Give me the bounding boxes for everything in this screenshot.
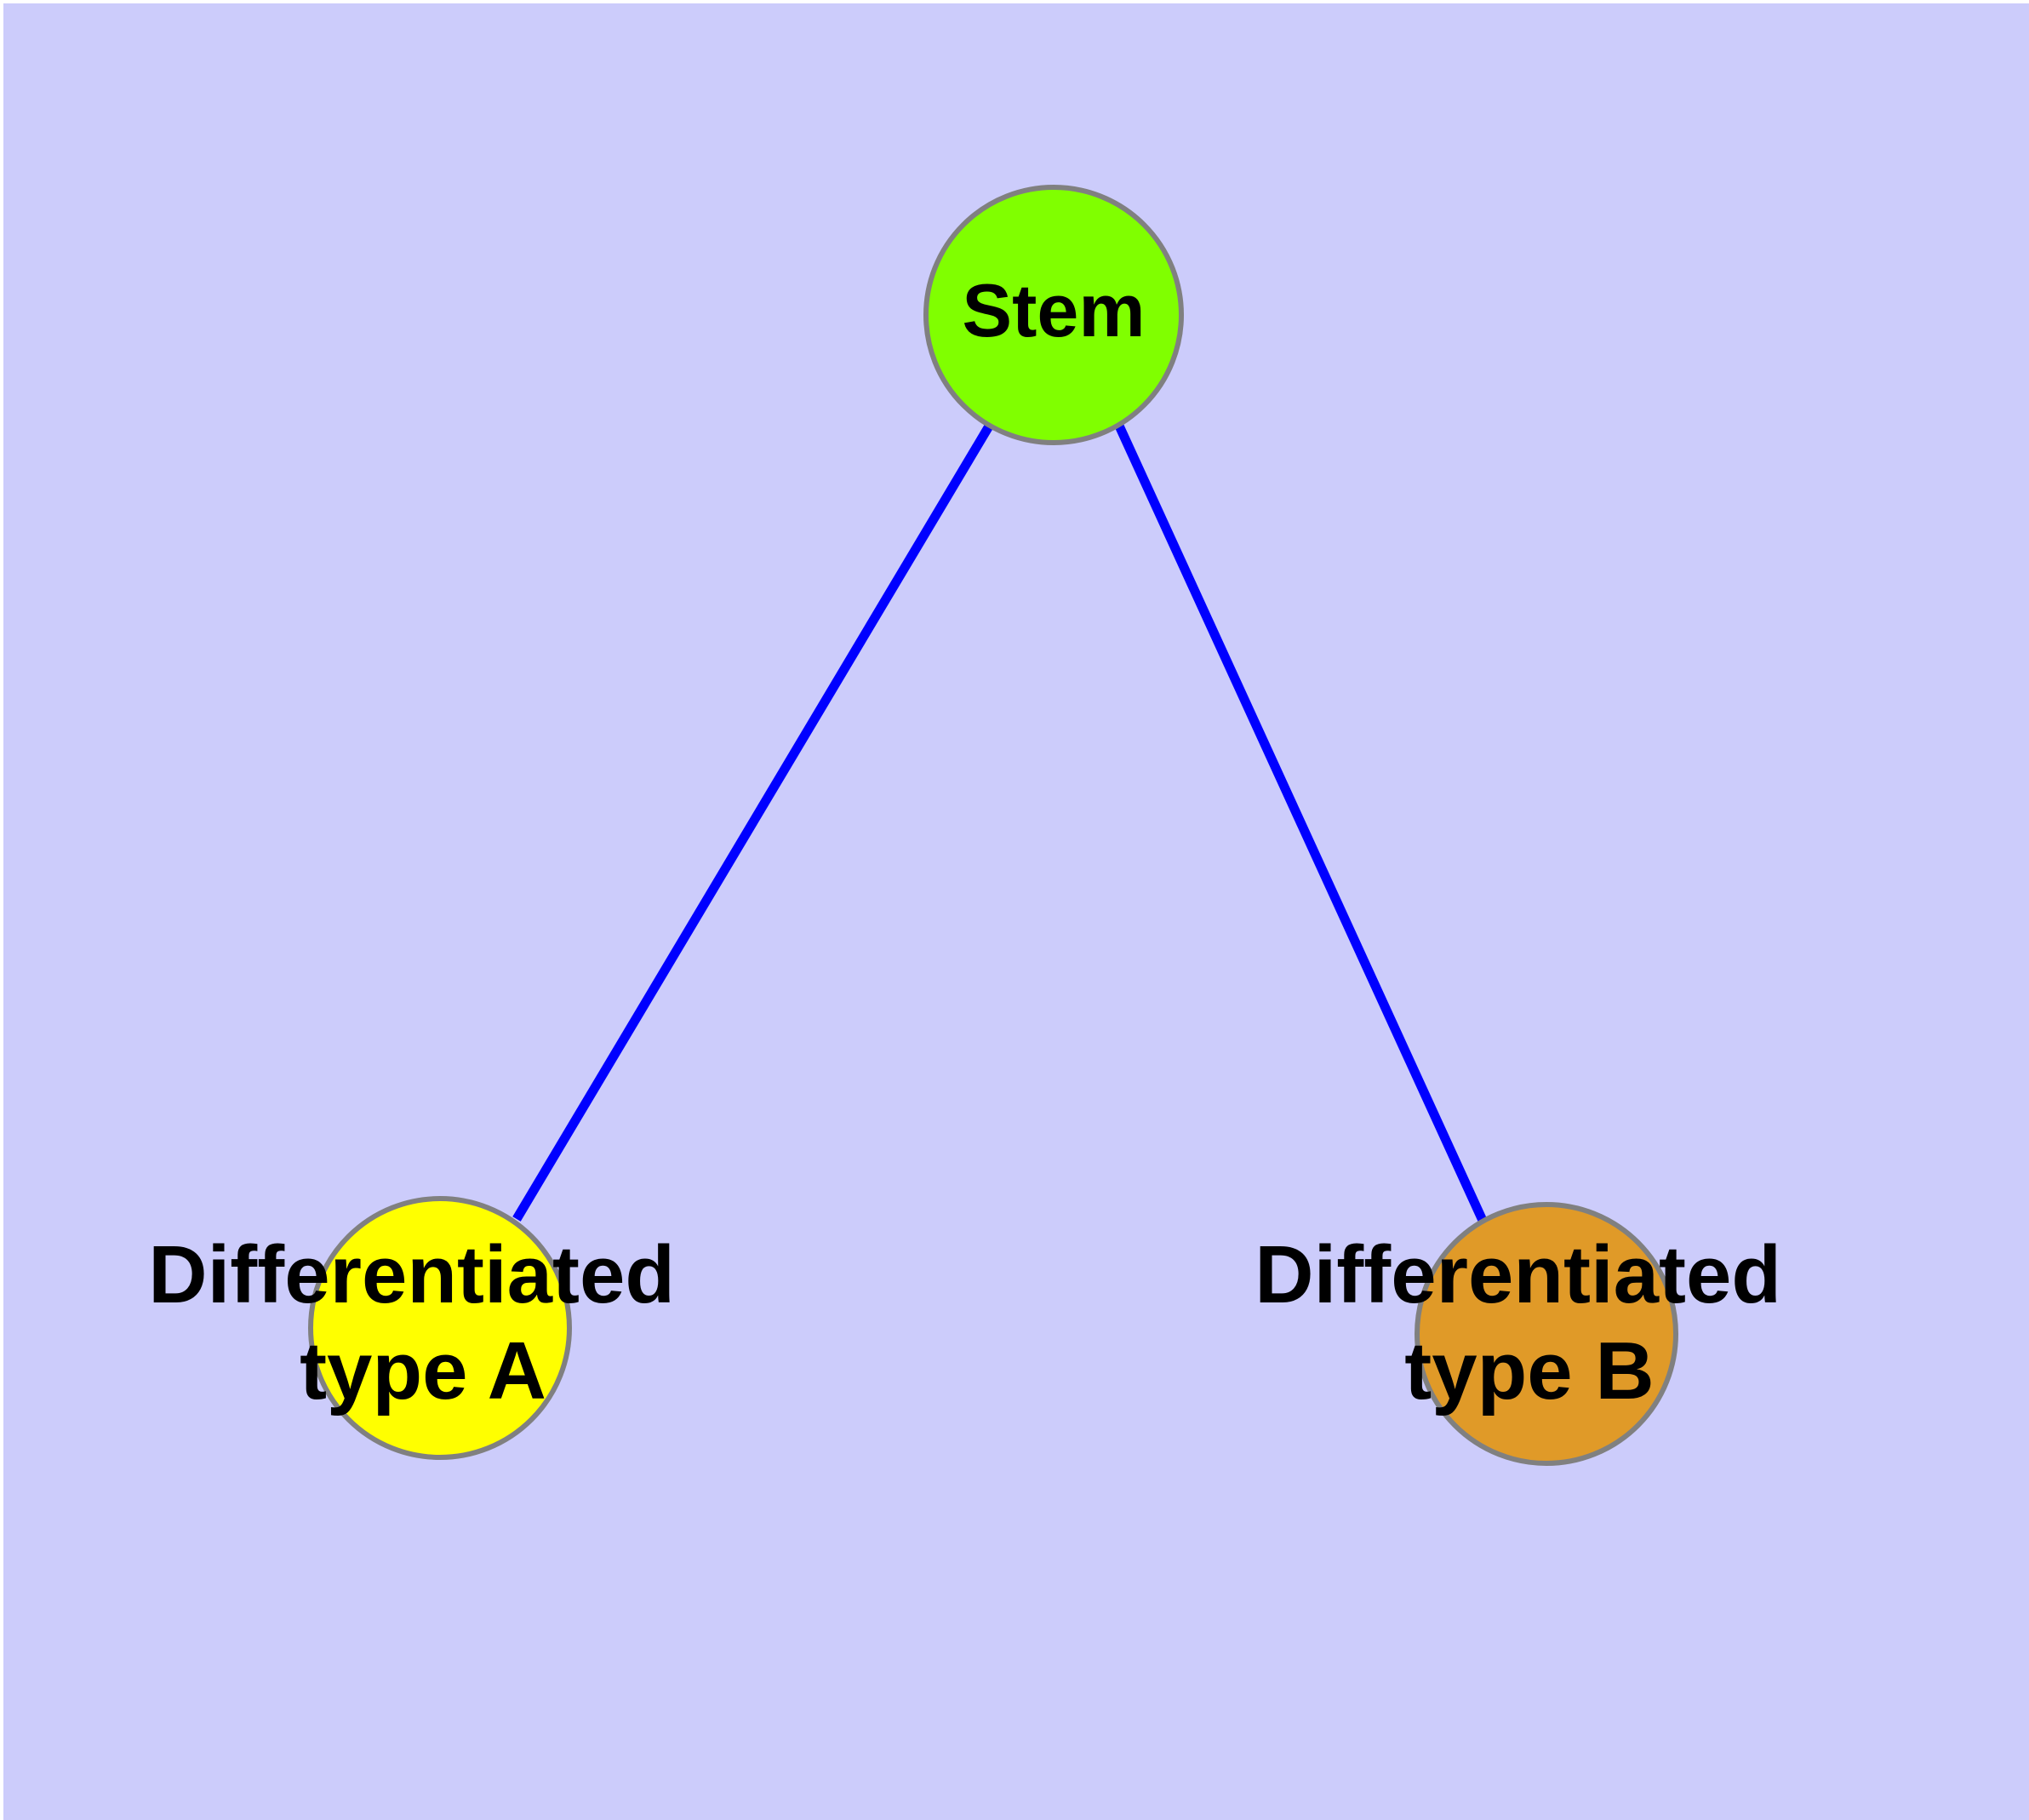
node-label-differentiated-type-a-line-1: Differentiated <box>148 1229 675 1320</box>
node-label-stem: Stem <box>962 268 1145 352</box>
node-stem[interactable] <box>923 185 1184 445</box>
node-label-differentiated-type-b-line-1: Differentiated <box>1255 1229 1781 1320</box>
node-differentiated-type-a[interactable] <box>308 1196 572 1460</box>
edge-layer <box>512 421 1489 1227</box>
node-layer <box>308 185 1678 1466</box>
node-label-differentiated-type-b-line-2: type B <box>1404 1325 1654 1417</box>
node-label-differentiated-type-a-line-2: type A <box>300 1325 546 1417</box>
node-label-stem-line-1: Stem <box>962 268 1145 352</box>
edge-stem-to-differentiated-type-b[interactable] <box>1113 421 1489 1227</box>
label-layer: Stem Differentiated type A Differentiate… <box>148 268 1803 1417</box>
node-label-differentiated-type-a: Differentiated type A <box>148 1229 697 1417</box>
node-label-differentiated-type-b: Differentiated type B <box>1255 1229 1803 1417</box>
edge-stem-to-differentiated-type-a[interactable] <box>512 422 994 1222</box>
node-differentiated-type-b[interactable] <box>1415 1202 1678 1466</box>
